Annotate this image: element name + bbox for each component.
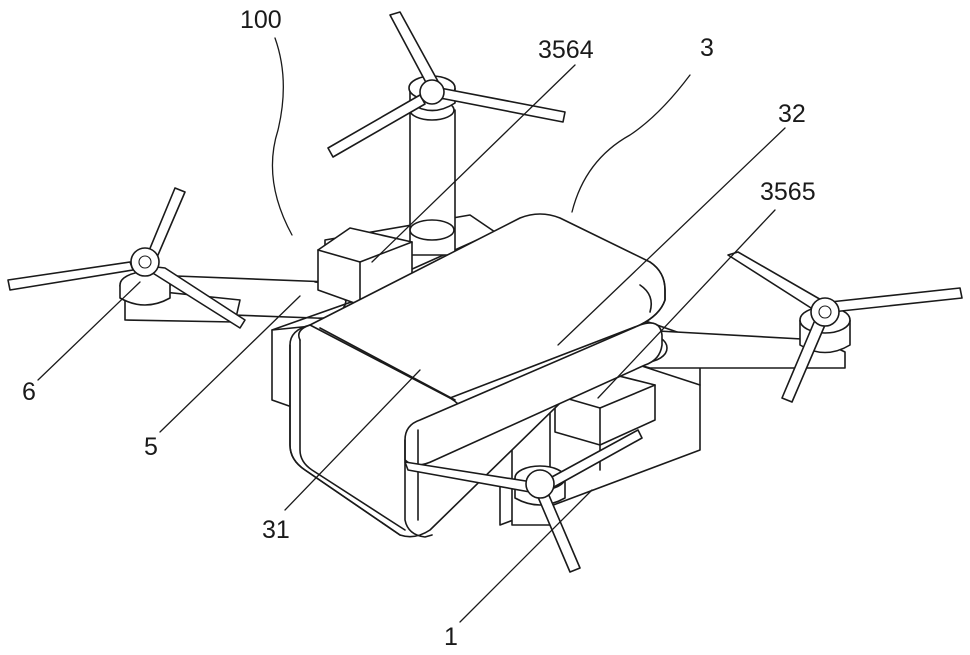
label-5: 5 [144,433,158,461]
label-31: 31 [262,516,290,544]
label-6: 6 [22,378,36,406]
leader-6 [38,282,140,380]
label-32: 32 [778,100,806,128]
label-3564: 3564 [538,36,594,64]
label-100: 100 [240,6,282,34]
label-1: 1 [444,623,458,651]
left-rotor [8,188,245,328]
label-3: 3 [700,34,714,62]
right-rotor [728,252,962,402]
label-3565: 3565 [760,178,816,206]
leader-3 [572,75,690,212]
leader-100 [272,38,292,235]
